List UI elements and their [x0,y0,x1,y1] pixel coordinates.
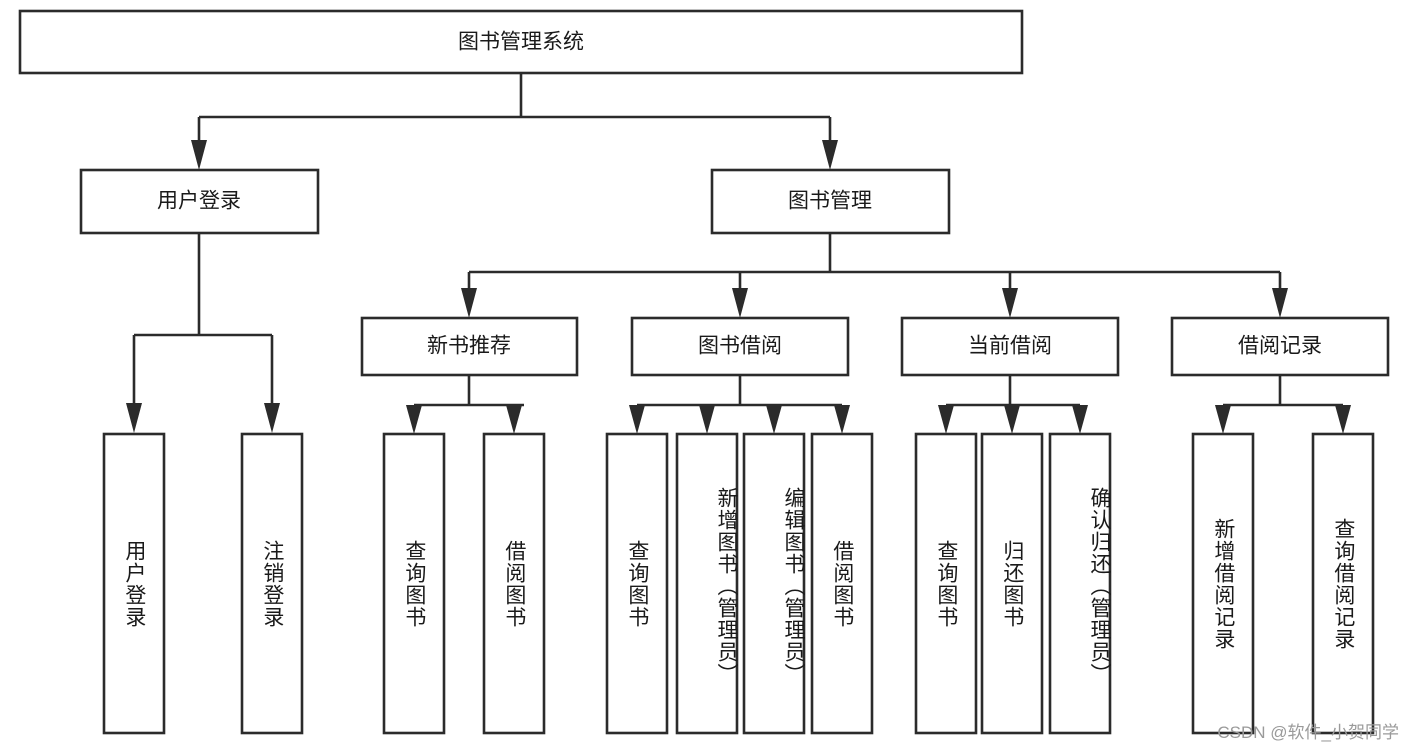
connector-group-bookborrow [629,375,850,434]
arrow-head-borrowrecord-l1 [1215,405,1231,434]
leaf-rect-user-login-2[interactable] [240,432,304,735]
leaf-rect-book-borrow-2[interactable] [675,432,739,735]
arrow-head-userlogin-leaf2 [264,403,280,433]
node-borrow-record-label: 借阅记录 [1238,335,1322,358]
arrow-head-currentborrow-l1 [938,405,954,434]
leaf-rect-current-borrow-3[interactable] [1048,432,1112,735]
leaf-rect-book-borrow-4[interactable] [810,432,874,735]
arrow-head-newbook-l2 [506,405,522,434]
node-user-login-label: 用户登录 [157,190,241,213]
node-user-login[interactable]: 用户登录 [79,168,320,235]
arrow-head-currentborrow-l2 [1004,405,1020,434]
arrow-head-newbook-l1 [406,405,422,434]
node-user-login-rect[interactable] [79,168,320,235]
connector-group-borrowrecord [1215,375,1351,434]
arrow-head-bookborrow-l1 [629,405,645,434]
node-book-management-label: 图书管理 [788,190,872,213]
node-new-book-recommend-rect[interactable] [360,316,579,377]
arrow-head-borrowrecord [1272,288,1288,318]
arrow-head-userlogin [191,140,207,170]
node-root-label: 图书管理系统 [458,31,584,54]
arrow-head-bookmgmt [822,140,838,170]
leaf-rect-new-book-1[interactable] [382,432,446,735]
node-root[interactable]: 图书管理系统 [18,9,1024,75]
leaf-rect-book-borrow-1[interactable] [605,432,669,735]
node-new-book-recommend-label: 新书推荐 [427,335,511,358]
leaf-rect-current-borrow-2[interactable] [980,432,1044,735]
arrow-head-currentborrow-l3 [1072,405,1088,434]
arrow-head-bookborrow-l2 [699,405,715,434]
leaf-rect-borrow-record-2[interactable] [1311,432,1375,735]
node-current-borrow-label: 当前借阅 [968,335,1052,358]
arrow-head-currentborrow [1002,288,1018,318]
connector-group-currentborrow [938,375,1088,434]
arrow-head-bookborrow-l4 [834,405,850,434]
node-book-management[interactable]: 图书管理 [710,168,951,235]
node-book-borrow-label: 图书借阅 [698,335,782,358]
leaf-rect-user-login-1[interactable] [102,432,166,735]
connector-group-userlogin [126,233,280,433]
leaf-rect-book-borrow-3[interactable] [742,432,806,735]
node-book-borrow[interactable]: 图书借阅 [630,316,850,377]
connector-group-newbook [406,375,524,434]
node-current-borrow-rect[interactable] [900,316,1120,377]
node-root-rect[interactable] [18,9,1024,75]
arrow-head-newbook [461,288,477,318]
node-borrow-record-rect[interactable] [1170,316,1390,377]
leaf-rect-borrow-record-1[interactable] [1191,432,1255,735]
arrow-head-borrowrecord-l2 [1335,405,1351,434]
connector-group-root [191,73,838,170]
node-new-book-recommend[interactable]: 新书推荐 [360,316,579,377]
watermark-label: CSDN @软件_小贺同学 [1217,723,1399,742]
leaf-rect-current-borrow-1[interactable] [914,432,978,735]
node-book-borrow-rect[interactable] [630,316,850,377]
arrow-head-bookborrow-l3 [766,405,782,434]
leaf-rect-new-book-2[interactable] [482,432,546,735]
node-book-management-rect[interactable] [710,168,951,235]
connector-group-bookmgmt [461,233,1288,318]
arrow-head-bookborrow [732,288,748,318]
node-current-borrow[interactable]: 当前借阅 [900,316,1120,377]
arrow-head-userlogin-leaf1 [126,403,142,433]
node-borrow-record[interactable]: 借阅记录 [1170,316,1390,377]
